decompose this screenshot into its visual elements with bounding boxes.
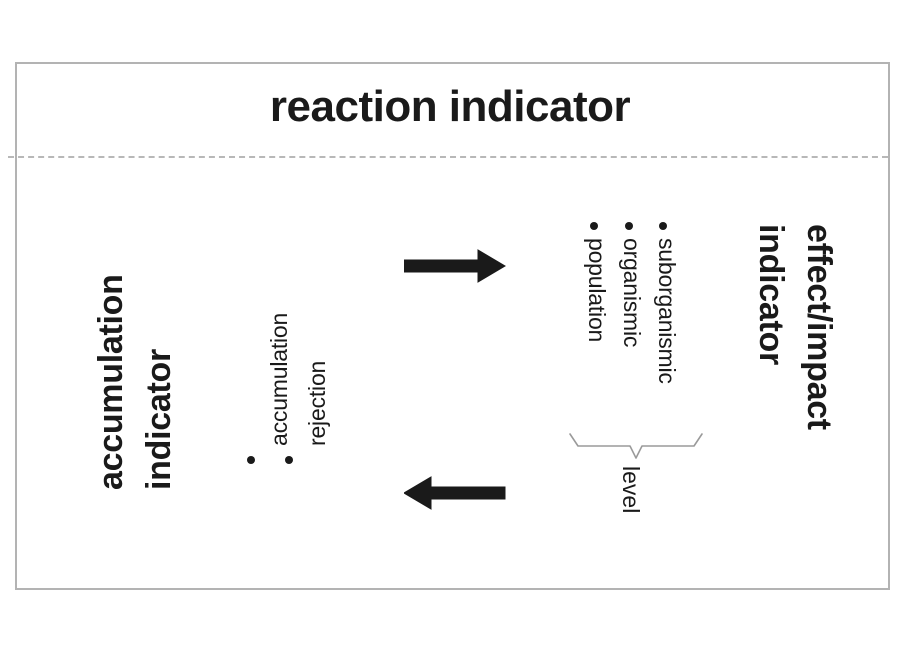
- bullet-dot-icon: [659, 222, 667, 230]
- section-divider: [8, 156, 888, 158]
- effect-impact-indicator-heading-line-2: indicator: [752, 224, 790, 365]
- effect-impact-indicator-heading-line-1: effect/impact: [800, 224, 838, 430]
- arrow-right-icon: [403, 249, 506, 288]
- list-item-organismic: organismic: [619, 238, 645, 348]
- curly-brace-icon: [566, 432, 706, 467]
- list-item-suborganismic: suborganismic: [654, 238, 680, 384]
- list-item-population: population: [584, 238, 610, 343]
- bullet-dot-icon: [247, 456, 255, 464]
- accumulation-indicator-heading-line-2: indicator: [140, 349, 178, 490]
- brace-label-level: level: [618, 466, 644, 514]
- diagram-frame: [15, 62, 890, 590]
- bullet-dot-icon: [590, 222, 598, 230]
- list-item-accumulation: accumulation: [266, 312, 292, 446]
- bullet-dot-icon: [625, 222, 633, 230]
- list-item-rejection: rejection: [304, 360, 330, 446]
- accumulation-indicator-heading-line-1: accumulation: [92, 274, 130, 490]
- bullet-dot-icon: [285, 456, 293, 464]
- page-title: reaction indicator: [269, 82, 631, 131]
- arrow-left-icon: [403, 476, 506, 515]
